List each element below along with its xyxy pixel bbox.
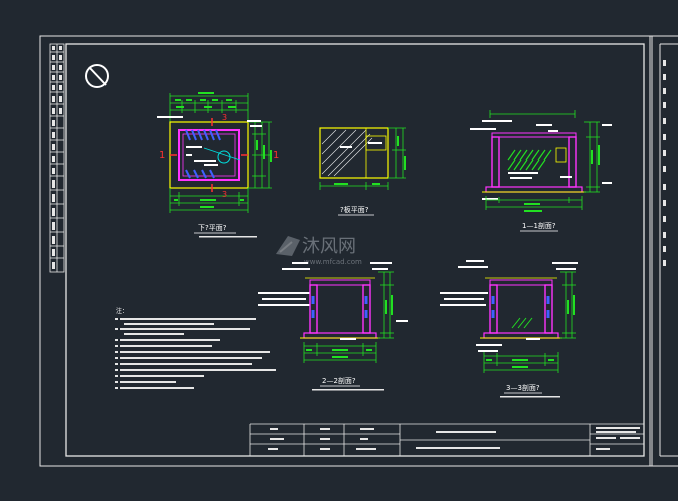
cover-plan-title: ?板平面? [340,205,369,214]
section-mark-3-bottom: 3 [222,190,227,199]
title-block-text [268,427,640,450]
section-mark-1-right: 1 [273,150,279,161]
notes-heading: 注： [116,307,128,315]
section-2-view: 2—2剖面? [258,262,408,391]
watermark-url: www.mfcad.com [304,258,362,266]
plan-view-title: 下?平面? [198,224,227,232]
section-3-title: 3—3剖面? [506,383,540,392]
section-mark-3-top: 3 [222,113,227,122]
neighbour-strip [663,60,666,266]
section-1-title: 1—1剖面? [522,221,556,230]
inner-border [65,43,645,457]
title-block [249,423,644,456]
design-notes: 注： [115,307,276,389]
circle-slash-icon [85,64,109,88]
mufeng-logo-icon [276,236,300,256]
plan-view: 1 1 3 3 下?平面? [157,92,279,238]
cover-plan-view: ?板平面? [319,127,406,216]
outer-border [39,35,653,467]
section-1-view: 1—1剖面? [470,110,612,232]
left-revision-strip [49,43,65,273]
section-mark-1-left: 1 [159,150,165,161]
section-2-title: 2—2剖面? [322,376,356,385]
drawing-frame [39,35,678,467]
watermark-text: 沐风网 [302,236,356,257]
left-strip-text [52,46,62,269]
section-3-view: 3—3剖面? [440,260,578,398]
